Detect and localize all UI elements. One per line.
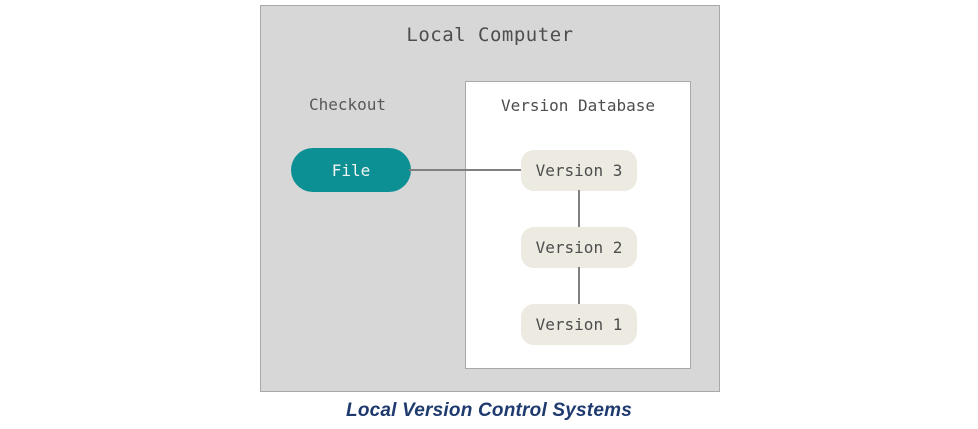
file-node-label: File <box>331 160 371 180</box>
version-node-label: Version 1 <box>535 315 623 334</box>
version-database-box: Version Database Version 3 Version 2 Ver… <box>465 81 691 369</box>
file-node: File <box>291 148 411 192</box>
local-computer-panel: Local Computer Checkout File Version Dat… <box>260 5 720 392</box>
connector-version3-to-version2 <box>578 190 580 228</box>
version-node: Version 3 <box>521 150 637 191</box>
connector-version2-to-version1 <box>578 267 580 305</box>
local-computer-title: Local Computer <box>406 24 574 46</box>
version-node: Version 2 <box>521 227 637 268</box>
version-node: Version 1 <box>521 304 637 345</box>
version-database-title: Version Database <box>500 96 656 115</box>
checkout-label: Checkout <box>309 95 387 114</box>
figure-caption: Local Version Control Systems <box>346 400 632 421</box>
version-node-label: Version 2 <box>535 238 623 257</box>
version-node-label: Version 3 <box>535 161 623 180</box>
connector-file-to-version3 <box>409 169 521 171</box>
